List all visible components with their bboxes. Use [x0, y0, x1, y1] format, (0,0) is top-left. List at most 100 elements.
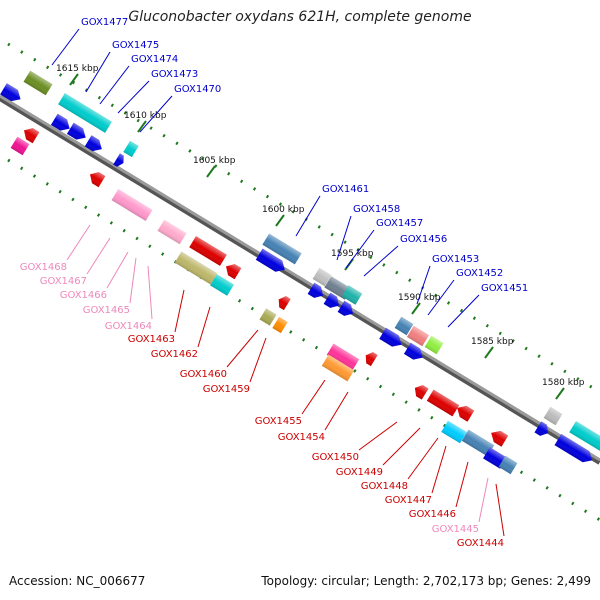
gene-label-reverse[interactable]: GOX1447	[385, 495, 432, 506]
gene-label-forward[interactable]: GOX1475	[112, 40, 159, 51]
label-connector	[86, 237, 111, 275]
gene-gloss	[278, 296, 291, 311]
gene-feature-reverse[interactable]	[454, 402, 475, 422]
gene-label-reverse[interactable]: GOX1463	[128, 334, 175, 345]
gene-feature-reverse[interactable]	[157, 219, 187, 245]
gene-gloss	[441, 420, 467, 444]
gene-label-forward[interactable]: GOX1452	[456, 268, 503, 279]
gene-feature-forward[interactable]	[394, 316, 414, 336]
gene-gloss	[321, 354, 355, 382]
gene-gloss	[569, 421, 600, 451]
gene-feature-forward[interactable]	[123, 140, 139, 158]
gene-feature-forward[interactable]	[113, 153, 127, 168]
gene-feature-forward[interactable]	[262, 233, 302, 265]
gene-gloss	[111, 189, 153, 221]
gene-label-forward[interactable]: GOX1451	[481, 283, 528, 294]
gene-feature-forward[interactable]	[307, 282, 327, 301]
gene-feature-forward[interactable]	[341, 285, 363, 305]
gene-feature-forward[interactable]	[50, 113, 73, 134]
gene-gloss	[174, 251, 218, 285]
gene-feature-forward[interactable]	[84, 135, 105, 154]
gene-feature-reverse[interactable]	[21, 125, 40, 144]
gene-feature-forward[interactable]	[543, 406, 563, 426]
gene-label-reverse[interactable]: GOX1448	[361, 481, 408, 492]
gene-label-reverse[interactable]: GOX1459	[203, 384, 250, 395]
gene-label-reverse[interactable]: GOX1450	[312, 452, 359, 463]
gene-label-reverse[interactable]: GOX1449	[336, 467, 383, 478]
gene-feature-forward[interactable]	[255, 248, 288, 276]
gene-feature-reverse[interactable]	[223, 261, 242, 280]
gene-label-reverse[interactable]: GOX1444	[457, 538, 504, 549]
label-connector	[345, 229, 375, 269]
tick-label: 1600 kbp	[262, 205, 305, 215]
gene-feature-reverse[interactable]	[272, 316, 288, 334]
gene-feature-forward[interactable]	[23, 70, 53, 96]
gene-feature-reverse[interactable]	[10, 136, 30, 156]
gene-feature-forward[interactable]	[554, 434, 596, 466]
gene-feature-forward[interactable]	[424, 335, 444, 355]
gene-label-forward[interactable]: GOX1457	[376, 218, 423, 229]
genome-backbone	[0, 94, 600, 462]
gene-label-pseudo[interactable]: GOX1467	[40, 276, 87, 287]
label-connector	[226, 329, 259, 368]
gene-label-forward[interactable]: GOX1453	[432, 254, 479, 265]
gene-feature-reverse[interactable]	[189, 236, 227, 266]
gene-feature-forward[interactable]	[66, 122, 89, 143]
gene-feature-forward[interactable]	[323, 292, 343, 311]
gene-feature-forward[interactable]	[58, 93, 112, 133]
gene-feature-reverse[interactable]	[411, 382, 429, 400]
tick-label: 1605 kbp	[193, 156, 236, 166]
gene-feature-reverse[interactable]	[275, 294, 291, 311]
label-connector	[51, 28, 80, 66]
gene-feature-reverse[interactable]	[426, 389, 460, 417]
gene-feature-reverse[interactable]	[461, 429, 495, 457]
gene-feature-forward[interactable]	[0, 83, 24, 104]
gene-feature-forward[interactable]	[312, 267, 332, 287]
gene-feature-reverse[interactable]	[87, 169, 106, 188]
gene-gloss	[157, 219, 187, 245]
gene-label-pseudo[interactable]: GOX1445	[432, 524, 479, 535]
gene-feature-reverse[interactable]	[441, 420, 467, 444]
genome-backbone-shadow	[0, 95, 600, 465]
gene-feature-reverse[interactable]	[259, 308, 277, 326]
gene-gloss	[323, 292, 339, 308]
gene-feature-reverse[interactable]	[174, 251, 218, 285]
gene-feature-forward[interactable]	[534, 421, 551, 438]
gene-feature-reverse[interactable]	[498, 455, 518, 475]
tick-mark	[137, 120, 147, 133]
gene-feature-forward[interactable]	[569, 421, 600, 451]
gene-gloss	[23, 70, 53, 96]
tick-mark	[411, 302, 421, 315]
gene-feature-reverse[interactable]	[488, 427, 509, 447]
gene-feature-forward[interactable]	[406, 325, 430, 347]
gene-feature-reverse[interactable]	[321, 354, 355, 382]
gene-feature-reverse[interactable]	[362, 350, 378, 367]
gene-label-forward[interactable]: GOX1458	[353, 204, 400, 215]
gene-label-pseudo[interactable]: GOX1466	[60, 290, 107, 301]
gene-label-pseudo[interactable]: GOX1464	[105, 321, 152, 332]
gene-label-forward[interactable]: GOX1470	[174, 84, 221, 95]
gene-label-forward[interactable]: GOX1474	[131, 54, 178, 65]
gene-label-reverse[interactable]: GOX1454	[278, 432, 325, 443]
label-connector	[197, 306, 211, 348]
gene-label-forward[interactable]: GOX1477	[81, 17, 128, 28]
gene-label-reverse[interactable]: GOX1446	[409, 509, 456, 520]
gene-label-forward[interactable]: GOX1456	[400, 234, 447, 245]
gene-label-forward[interactable]: GOX1461	[322, 184, 369, 195]
gene-label-reverse[interactable]: GOX1460	[180, 369, 227, 380]
gene-feature-reverse[interactable]	[111, 189, 153, 221]
gene-feature-forward[interactable]	[403, 342, 426, 363]
gene-label-reverse[interactable]: GOX1462	[151, 349, 198, 360]
gene-feature-reverse[interactable]	[326, 343, 360, 371]
gene-gloss	[326, 343, 360, 371]
gene-gloss	[394, 316, 414, 336]
label-connector	[431, 445, 447, 494]
gene-feature-reverse[interactable]	[210, 274, 234, 296]
gene-label-forward[interactable]: GOX1473	[151, 69, 198, 80]
gene-feature-forward[interactable]	[379, 327, 405, 351]
gene-label-reverse[interactable]: GOX1455	[255, 416, 302, 427]
gene-feature-forward[interactable]	[337, 300, 357, 319]
gene-label-pseudo[interactable]: GOX1465	[83, 305, 130, 316]
gene-label-pseudo[interactable]: GOX1468	[20, 262, 67, 273]
